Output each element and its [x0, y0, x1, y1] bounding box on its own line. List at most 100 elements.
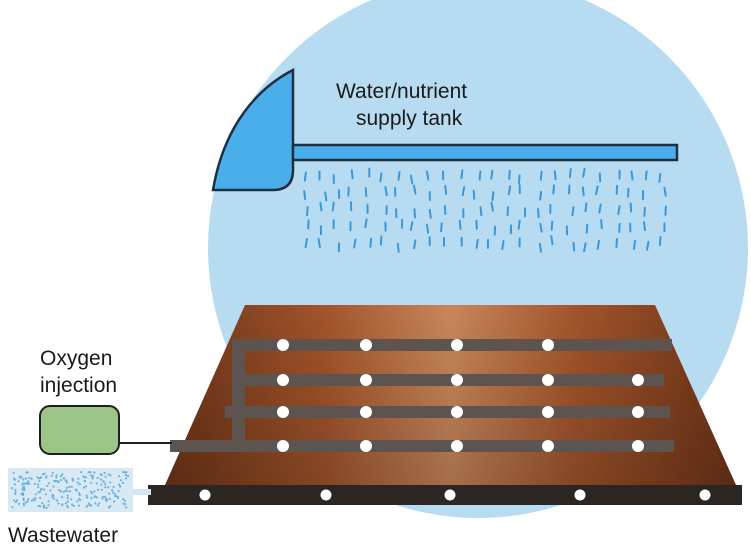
wastewater-dot — [124, 503, 127, 506]
droplet — [617, 205, 621, 216]
wastewater-dot — [123, 499, 127, 502]
wastewater-dot — [113, 500, 116, 503]
wastewater-dot — [68, 485, 71, 488]
wastewater-dot — [51, 496, 54, 499]
droplet — [550, 235, 554, 245]
wastewater-dot — [83, 480, 86, 483]
droplet — [537, 208, 540, 219]
wastewater-dot — [91, 475, 94, 478]
wastewater-dot — [14, 478, 17, 481]
pipe-hole — [451, 374, 463, 386]
wastewater-dot — [37, 504, 40, 508]
wastewater-dot — [123, 471, 127, 474]
wastewater-dot — [76, 500, 79, 503]
wastewater-dot — [100, 473, 103, 477]
droplet — [517, 174, 521, 185]
pipe-hole — [277, 406, 289, 418]
wastewater-dot — [37, 486, 40, 489]
wastewater-dot — [111, 491, 114, 494]
base-hole — [320, 489, 332, 501]
wastewater-dot — [66, 506, 69, 509]
wastewater-dot — [117, 490, 120, 493]
wastewater-dot — [119, 485, 122, 488]
wastewater-dot — [65, 481, 69, 484]
wastewater-dot — [80, 471, 83, 474]
wastewater-dot — [112, 485, 115, 488]
droplet — [585, 223, 589, 234]
wastewater-dot — [27, 480, 30, 483]
wastewater-dots — [10, 471, 130, 509]
supply-tank-icon — [211, 67, 295, 192]
wastewater-dot — [102, 495, 105, 498]
droplet — [350, 169, 354, 180]
wastewater-dot — [90, 504, 93, 507]
base-hole — [199, 489, 211, 501]
wastewater-outflow — [133, 489, 151, 495]
wastewater-dot — [114, 494, 117, 498]
wastewater-dot — [78, 483, 81, 486]
pipe-hole — [360, 406, 372, 418]
wastewater-dot — [43, 488, 46, 491]
wastewater-dot — [50, 474, 53, 477]
wastewater-dot — [62, 490, 65, 493]
wastewater-dot — [124, 477, 128, 480]
wastewater-dot — [64, 479, 67, 482]
wastewater-dot — [27, 498, 30, 501]
wastewater-dot — [37, 483, 40, 486]
wastewater-label: Wastewater — [8, 524, 118, 547]
droplet — [552, 184, 555, 195]
pipe-hole — [360, 339, 372, 351]
wastewater-dot — [119, 479, 122, 482]
wastewater-dot — [100, 483, 103, 486]
wastewater-box — [8, 468, 133, 512]
pipe-hole — [632, 406, 644, 418]
droplet — [304, 238, 308, 249]
wastewater-dot — [89, 471, 92, 474]
wastewater-dot — [116, 496, 120, 500]
water-droplets — [303, 167, 667, 253]
droplet — [539, 170, 543, 181]
wastewater-dot — [118, 483, 121, 486]
pipe-hole — [632, 374, 644, 386]
wastewater-dot — [24, 482, 28, 485]
pipe-connector — [170, 440, 232, 452]
wastewater-dot — [49, 489, 52, 492]
wastewater-dot — [51, 471, 54, 474]
wastewater-dot — [78, 494, 81, 497]
wastewater-dot — [104, 483, 107, 486]
wastewater-dot — [14, 491, 17, 494]
pipe-hole — [277, 339, 289, 351]
wastewater-dot — [21, 488, 24, 491]
wastewater-dot — [39, 496, 42, 500]
droplet — [584, 202, 588, 213]
wastewater-dot — [108, 497, 111, 500]
wastewater-dot — [13, 483, 16, 486]
droplet — [507, 185, 512, 196]
base-hole — [699, 489, 711, 501]
droplet — [409, 174, 414, 185]
wastewater-dot — [61, 473, 64, 476]
droplet — [396, 242, 400, 253]
wastewater-dot — [37, 491, 40, 494]
wastewater-dot — [24, 477, 27, 480]
wastewater-dot — [70, 485, 73, 488]
droplet — [550, 220, 554, 231]
wastewater-dot — [122, 502, 125, 505]
droplet — [384, 186, 388, 197]
wastewater-dot — [14, 500, 17, 504]
wastewater-dot — [107, 473, 110, 476]
droplet — [490, 169, 494, 180]
wastewater-dot — [12, 471, 15, 474]
wastewater-dot — [77, 504, 80, 507]
droplet — [458, 219, 462, 230]
wastewater-dot — [52, 485, 55, 488]
pipe-header — [232, 345, 245, 445]
droplet — [571, 206, 575, 217]
pipe-hole — [542, 374, 554, 386]
pipe-run-4 — [212, 440, 674, 452]
wastewater-dot — [77, 477, 80, 480]
wastewater-dot — [97, 488, 100, 491]
droplet — [413, 239, 417, 250]
wastewater-dot — [11, 506, 14, 509]
wastewater-dot — [69, 490, 72, 493]
